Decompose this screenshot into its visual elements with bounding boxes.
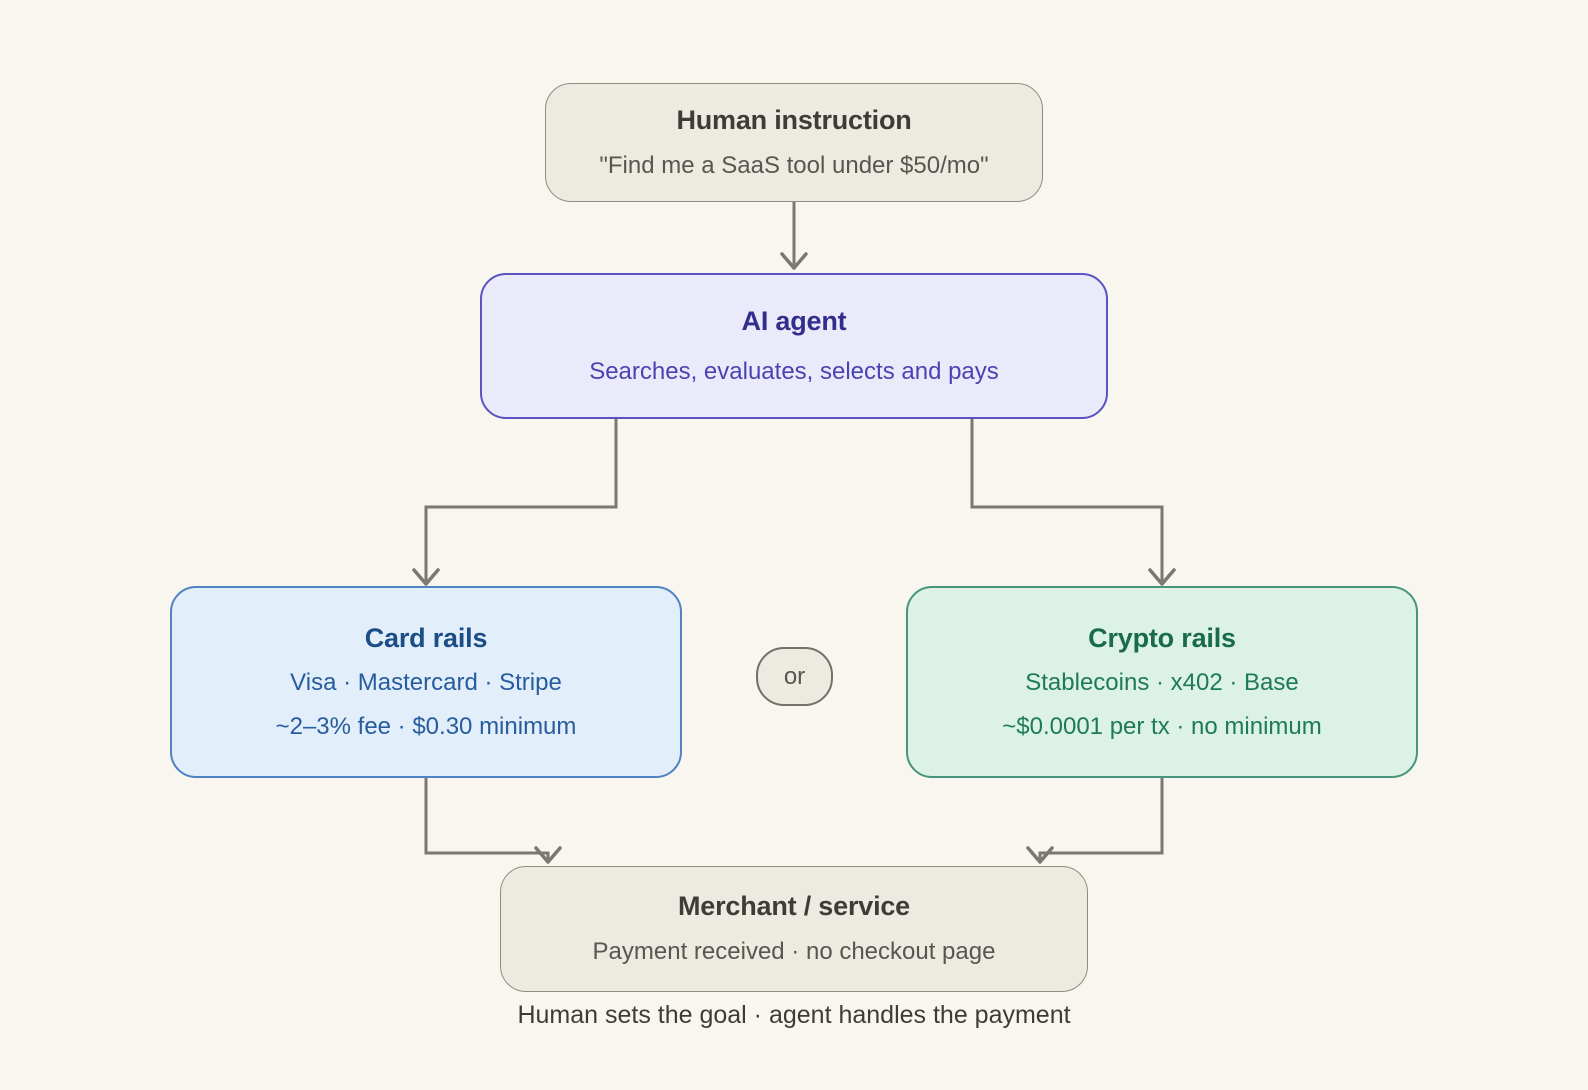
human-instruction-subtitle: "Find me a SaaS tool under $50/mo" [599,151,989,179]
or-pill: or [756,647,833,706]
crypto-rails-title: Crypto rails [1088,622,1236,653]
card-rails-networks: Visa · Mastercard · Stripe [290,669,562,697]
human-instruction-node: Human instruction "Find me a SaaS tool u… [545,83,1043,202]
crypto-rails-networks: Stablecoins · x402 · Base [1025,669,1299,697]
card-rails-fees: ~2–3% fee · $0.30 minimum [275,712,577,740]
crypto-rails-node: Crypto rails Stablecoins · x402 · Base ~… [906,586,1418,778]
arrowhead-down-icon [780,252,808,270]
merchant-service-subtitle: Payment received · no checkout page [592,938,996,966]
connector-crypto-to-merchant [1026,778,1164,864]
arrowhead-down-icon [1148,568,1176,586]
merchant-service-node: Merchant / service Payment received · no… [500,866,1088,992]
ai-agent-title: AI agent [741,305,847,336]
or-label: or [783,662,806,690]
connector-line [424,419,618,581]
connector-agent-to-crypto [970,419,1176,586]
arrowhead-down-icon [412,568,440,586]
arrowhead-down-icon [534,846,562,864]
card-rails-node: Card rails Visa · Mastercard · Stripe ~2… [170,586,682,778]
connector-card-to-merchant [424,778,562,864]
arrowhead-down-icon [1026,846,1054,864]
connector-line [1038,778,1164,859]
ai-agent-subtitle: Searches, evaluates, selects and pays [589,357,999,385]
diagram-caption: Human sets the goal · agent handles the … [517,1001,1071,1029]
connector-human-to-agent [780,202,808,270]
connector-line [970,419,1164,581]
connector-agent-to-card [412,419,618,586]
merchant-service-title: Merchant / service [677,891,911,922]
connector-line [424,778,550,859]
crypto-rails-fees: ~$0.0001 per tx · no minimum [1002,712,1322,740]
human-instruction-title: Human instruction [676,104,912,135]
ai-agent-node: AI agent Searches, evaluates, selects an… [480,273,1108,419]
card-rails-title: Card rails [364,622,488,653]
